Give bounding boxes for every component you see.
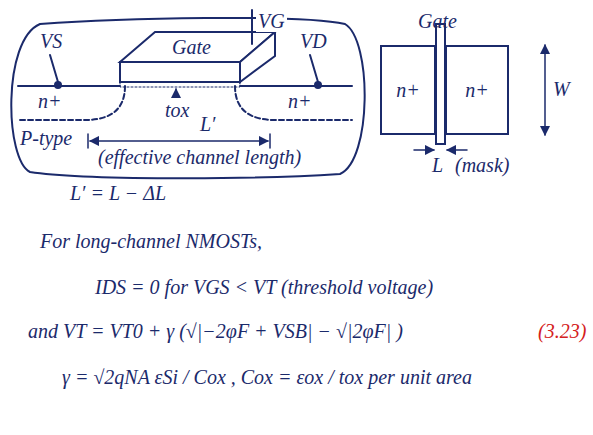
channel-length-arrow — [90, 140, 268, 142]
note: For long-channel NMOSTs, — [40, 230, 262, 252]
diffusion-box: n+ — [380, 45, 436, 135]
dimension: L — [432, 154, 443, 176]
source-contact — [55, 82, 61, 88]
enclosing-loop — [11, 18, 364, 178]
region-name: n+ — [396, 79, 420, 101]
equation: IDS = 0 for VGS < VT (threshold voltage) — [95, 276, 433, 298]
length-arrow — [447, 149, 467, 151]
dimension: tox — [165, 99, 189, 121]
diffusion-box: n+ — [445, 45, 509, 135]
gate-side-face — [240, 32, 275, 82]
equation-number: (3.23) — [538, 320, 586, 342]
channel-tick — [87, 134, 89, 148]
channel-tick — [269, 134, 271, 148]
equation: γ = √2qNA εSi / Cox , Cox = εox / tox pe… — [62, 366, 472, 388]
length-arrow — [414, 149, 434, 151]
terminal-name: VG — [256, 10, 287, 32]
note: (mask) — [455, 154, 509, 176]
gate-front-face — [120, 62, 240, 82]
part-name: Gate — [418, 10, 457, 32]
gate-wire — [251, 10, 253, 44]
width-arrow — [544, 45, 546, 135]
drain-wire — [310, 55, 318, 82]
region-name: P-type — [20, 127, 72, 149]
silicon-surface — [18, 85, 120, 87]
part-name: Gate — [172, 36, 211, 58]
region-name: n+ — [465, 79, 489, 101]
silicon-surface — [240, 85, 352, 87]
terminal-name: VD — [300, 30, 327, 52]
tox-arrow — [175, 89, 177, 97]
source-junction — [20, 86, 125, 120]
region-name: n+ — [38, 90, 62, 112]
drain-junction — [235, 86, 352, 120]
gate-oxide — [120, 82, 240, 87]
equation: and VT = VT0 + γ (√|−2φF + VSB| − √|2φF|… — [28, 320, 403, 342]
drain-contact — [315, 82, 321, 88]
dimension: L′ — [200, 113, 216, 135]
equation: L′ = L − ΔL — [70, 182, 166, 204]
terminal-name: VS — [40, 30, 62, 52]
source-wire — [50, 55, 58, 82]
gate-strip-mask — [436, 24, 445, 144]
note: (effective channel length) — [98, 146, 301, 168]
region-name: n+ — [288, 90, 312, 112]
dimension: W — [553, 78, 570, 100]
